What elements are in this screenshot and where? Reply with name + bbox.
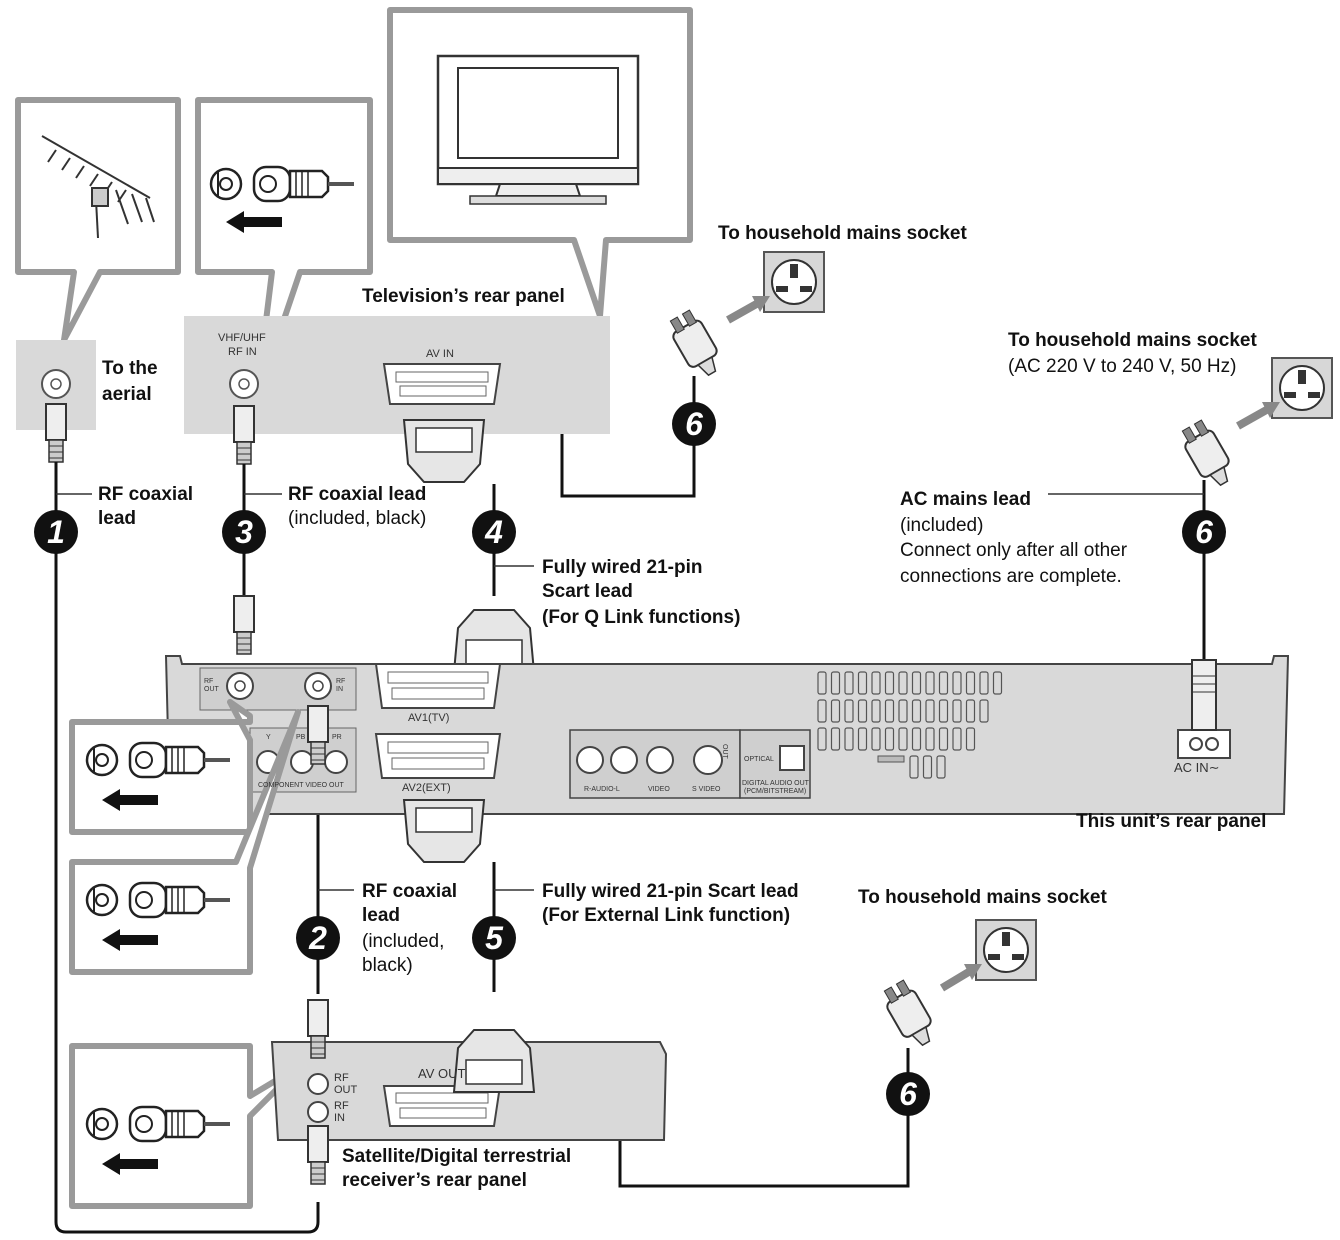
scart-5-line2: (For External Link function) <box>542 905 791 926</box>
vent-slot <box>871 699 881 723</box>
rf-lead-2-line1: RF coaxial <box>362 881 458 902</box>
tv-av-in-text: AV IN <box>426 348 454 360</box>
ac-in-text: AC IN∼ <box>1174 760 1220 775</box>
vent-slot <box>938 699 949 723</box>
comp-pb-text: PB <box>296 734 306 741</box>
unit-rf-in-text: RF IN <box>336 678 346 693</box>
tv-rf-in-text: RF IN <box>228 346 257 358</box>
tv-vhf-uhf-text: VHF/UHF <box>218 332 266 344</box>
comp-y-text: Y <box>266 734 271 741</box>
r-audio-l-text: R-AUDIO-L <box>584 786 620 793</box>
vent-slot <box>925 727 935 751</box>
pcm-bitstream-text: (PCM/BITSTREAM) <box>744 788 807 795</box>
vent-slot <box>938 727 949 751</box>
vent-slot <box>830 671 841 695</box>
vent-slot <box>938 671 949 695</box>
vent-slot <box>871 727 881 751</box>
vent-slot <box>884 699 895 723</box>
vent-slot <box>817 727 827 751</box>
step-4-badge: 4 <box>472 510 516 554</box>
rf-lead-1-label: RF coaxial lead <box>98 484 194 529</box>
vent-slot <box>909 755 919 779</box>
receiver-rf-out-text: RF OUT <box>334 1072 358 1096</box>
receiver-line2: receiver’s rear panel <box>342 1170 527 1191</box>
unit-rear-panel-label: This unit’s rear panel <box>1076 811 1267 832</box>
vent-slot <box>857 727 868 751</box>
step-2-badge: 2 <box>296 916 340 960</box>
vent-slot <box>857 699 868 723</box>
tv-rear-panel-label: Television’s rear panel <box>362 286 565 307</box>
mains-socket-top-label: To household mains socket <box>718 223 967 244</box>
rf-lead-2-note2: black) <box>362 955 413 976</box>
s-video-text: S VIDEO <box>692 786 721 793</box>
vent-slot <box>936 755 946 779</box>
av1-text: AV1(TV) <box>408 712 450 724</box>
vent-slot <box>844 699 854 723</box>
vent-slot <box>857 671 868 695</box>
comp-pr-text: PR <box>332 734 342 741</box>
step-5-badge: 5 <box>472 916 516 960</box>
step-6-badge-unit: 6 <box>1182 510 1226 554</box>
out-text: OUT <box>721 744 728 759</box>
vent-slot <box>979 671 989 695</box>
ac-mains-lead-note2: Connect only after all other <box>900 540 1128 561</box>
ac-mains-lead-note1: (included) <box>900 515 984 536</box>
mains-socket-right-spec: (AC 220 V to 240 V, 50 Hz) <box>1008 356 1237 377</box>
vent-slot <box>884 727 895 751</box>
vent-slot <box>830 727 841 751</box>
vent-slot <box>871 671 881 695</box>
receiver-rf-in-text: RF IN <box>334 1100 349 1124</box>
vent-slot <box>965 671 976 695</box>
vent-slot <box>911 699 922 723</box>
vent-slot <box>952 671 962 695</box>
vent-slot <box>911 727 922 751</box>
mains-socket-right-label: To household mains socket <box>1008 330 1257 351</box>
ac-mains-lead-note3: connections are complete. <box>900 566 1122 587</box>
vent-slot <box>992 671 1003 695</box>
rf-lead-2-line2: lead <box>362 905 401 926</box>
vent-slot <box>965 699 976 723</box>
step-3-badge: 3 <box>222 510 266 554</box>
digital-audio-out-text: DIGITAL AUDIO OUT <box>742 780 809 787</box>
step-6-badge-tv: 6 <box>672 402 716 446</box>
mains-socket-bottom-label: To household mains socket <box>858 887 1107 908</box>
vent-slot <box>925 671 935 695</box>
vent-slot <box>817 671 827 695</box>
vent-slot <box>952 727 962 751</box>
rf-lead-3-note: (included, black) <box>288 508 427 529</box>
scart-4-line3: (For Q Link functions) <box>542 607 741 628</box>
to-aerial-label: To the aerial <box>102 358 158 405</box>
vent-slot <box>911 671 922 695</box>
vent-slot <box>925 699 935 723</box>
step-6-badge-receiver: 6 <box>886 1072 930 1116</box>
vent-slot <box>817 699 827 723</box>
video-text: VIDEO <box>648 786 670 793</box>
av2-text: AV2(EXT) <box>402 782 451 794</box>
ac-mains-lead-label: AC mains lead <box>900 489 1031 510</box>
vent-slot <box>979 699 989 723</box>
vent-slot <box>965 727 976 751</box>
vent-slot <box>898 727 908 751</box>
vent-slot <box>898 699 908 723</box>
vent-slot <box>844 671 854 695</box>
scart-4-line2: Scart lead <box>542 581 633 602</box>
optical-text: OPTICAL <box>744 756 774 763</box>
av-out-text: AV OUT <box>418 1066 466 1081</box>
vent-slot <box>922 755 933 779</box>
unit-rf-out-text: RF OUT <box>204 678 219 693</box>
component-video-out-text: COMPONENT VIDEO OUT <box>258 782 344 789</box>
vent-slot <box>952 699 962 723</box>
vent-slot <box>884 671 895 695</box>
rf-lead-2-note1: (included, <box>362 931 445 952</box>
vent-slot <box>830 699 841 723</box>
receiver-line1: Satellite/Digital terrestrial <box>342 1146 572 1167</box>
vent-slot <box>844 727 854 751</box>
vent-slot <box>898 671 908 695</box>
step-1-badge: 1 <box>34 510 78 554</box>
rf-lead-3-label: RF coaxial lead <box>288 484 427 505</box>
scart-4-line1: Fully wired 21-pin <box>542 557 703 578</box>
scart-5-line1: Fully wired 21-pin Scart lead <box>542 881 799 902</box>
